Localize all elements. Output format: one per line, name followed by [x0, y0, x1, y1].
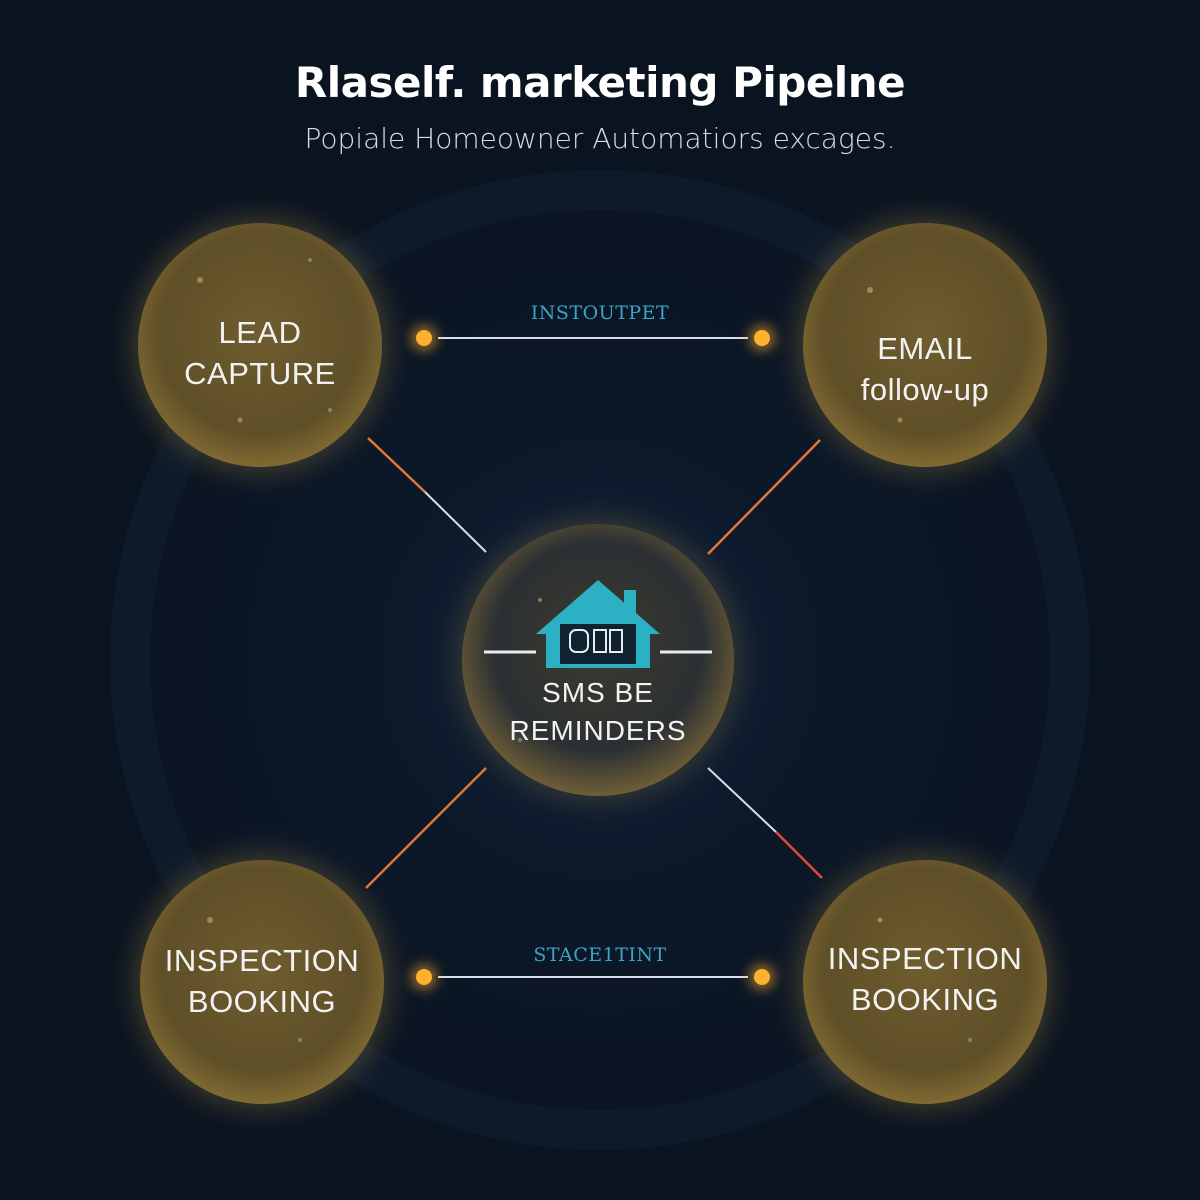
node-lead-capture	[138, 223, 382, 467]
diagonal-connectors	[365, 437, 823, 889]
dot-top-right	[754, 330, 770, 346]
dot-bottom-left	[416, 969, 432, 985]
dot-bottom-right	[754, 969, 770, 985]
connector-bottom-right-red	[775, 831, 823, 879]
node-inspection-booking-right	[803, 860, 1047, 1104]
node-inspection-booking-left	[140, 860, 384, 1104]
ambient-ring	[110, 170, 1090, 1150]
connector-top-right	[707, 439, 821, 555]
connector-bottom-left	[365, 767, 487, 889]
edge-label-bottom: STACE1TINT	[533, 944, 667, 966]
house-icon	[484, 580, 712, 668]
connector-top-left-white	[424, 491, 487, 553]
node-speckles	[197, 258, 982, 1042]
node-label-sms-reminders: SMS BE REMINDERS	[509, 677, 687, 746]
node-email-follow-up	[803, 223, 1047, 467]
edge-label-top: INSTOUTPET	[530, 302, 670, 324]
connector-bottom-right-white	[707, 767, 777, 833]
dot-top-left	[416, 330, 432, 346]
connector-dots	[411, 325, 775, 990]
node-label-inspection-booking-right: INSPECTION BOOKING	[827, 941, 1023, 1017]
horizontal-connectors	[438, 337, 748, 978]
page-subtitle: Popiale Homeowner Automatiors excages.	[304, 122, 896, 155]
node-label-lead-capture: LEAD CAPTURE	[184, 315, 336, 391]
connector-top-left-orange	[367, 437, 426, 493]
page-title: Rlaself. marketing Pipelne	[294, 58, 906, 107]
node-label-email-follow-up: EMAIL follow-up	[860, 331, 990, 407]
node-label-inspection-booking-left: INSPECTION BOOKING	[164, 943, 360, 1019]
